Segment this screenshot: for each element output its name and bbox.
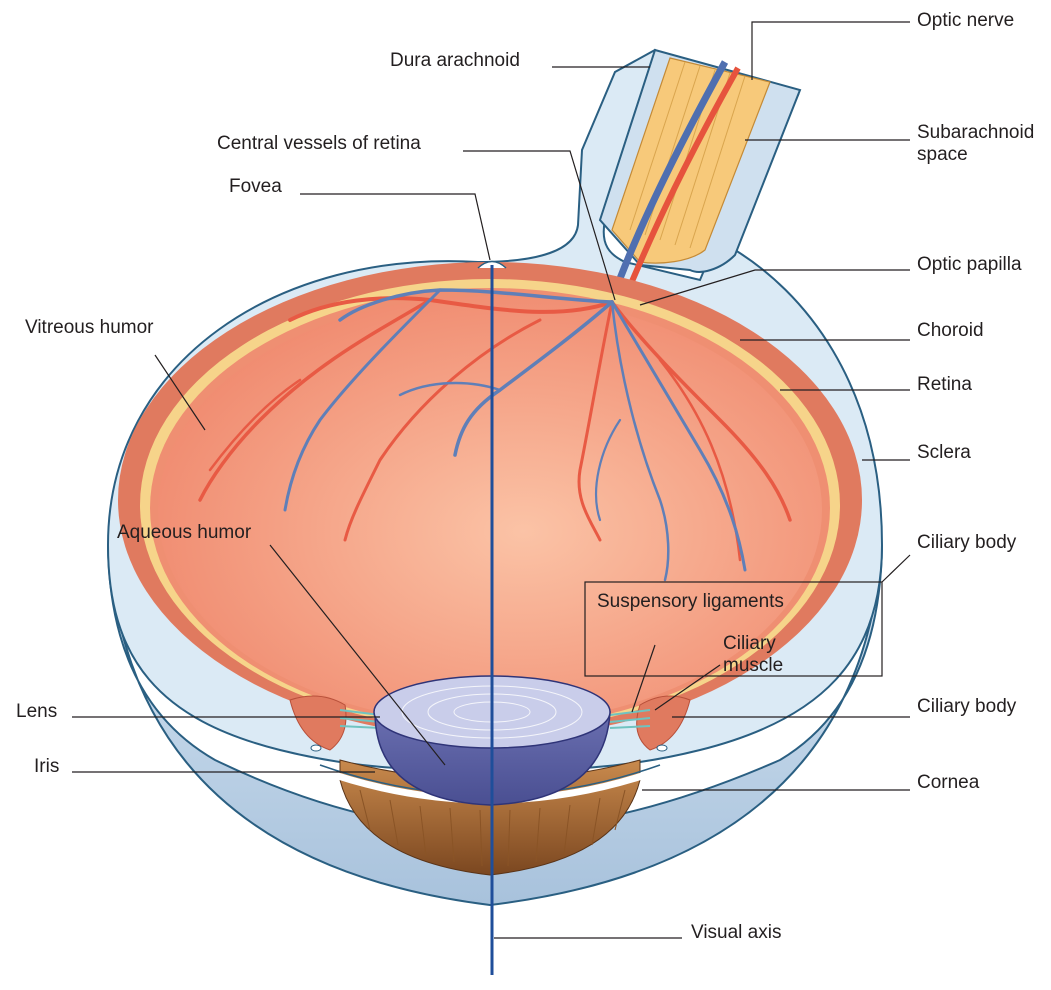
choroid-label: Choroid	[917, 320, 984, 341]
fovea-label: Fovea	[229, 176, 282, 197]
aqueous-humor-label: Aqueous humor	[117, 522, 252, 543]
central-vessels-label: Central vessels of retina	[217, 133, 421, 154]
suspensory-ligaments-label: Suspensory ligaments	[597, 591, 784, 612]
fundus-vitreous	[158, 296, 822, 724]
dura-arachnoid-label: Dura arachnoid	[390, 50, 520, 71]
ciliary-body-right	[636, 695, 691, 751]
ciliary-body-left	[289, 695, 347, 751]
retinal-vessels	[198, 288, 792, 582]
visual-axis-label: Visual axis	[691, 922, 782, 943]
iris-striations	[359, 789, 626, 867]
retina-label: Retina	[917, 374, 972, 395]
subarachnoid-space-label: Subarachnoid space	[917, 122, 1035, 165]
sclera-label: Sclera	[917, 442, 971, 463]
optic-papilla-label: Optic papilla	[917, 254, 1022, 275]
anterior-sclera-bowl	[107, 544, 883, 907]
suspensory-ligaments-box	[584, 581, 883, 677]
ciliary-body-label: Ciliary body	[917, 696, 1017, 717]
ciliary-body-top-label: Ciliary body	[917, 532, 1017, 553]
lens-label: Lens	[16, 701, 58, 722]
iris-label: Iris	[34, 756, 60, 777]
optic-nerve-label: Optic nerve	[917, 10, 1015, 31]
fovea-pit	[477, 260, 507, 269]
suspensory-ligaments-strands	[339, 709, 651, 729]
cornea-label: Cornea	[917, 772, 980, 793]
ciliary-muscle-label: Ciliary muscle	[723, 633, 784, 676]
leader-lines	[72, 21, 911, 939]
vitreous-humor-label: Vitreous humor	[25, 317, 154, 338]
